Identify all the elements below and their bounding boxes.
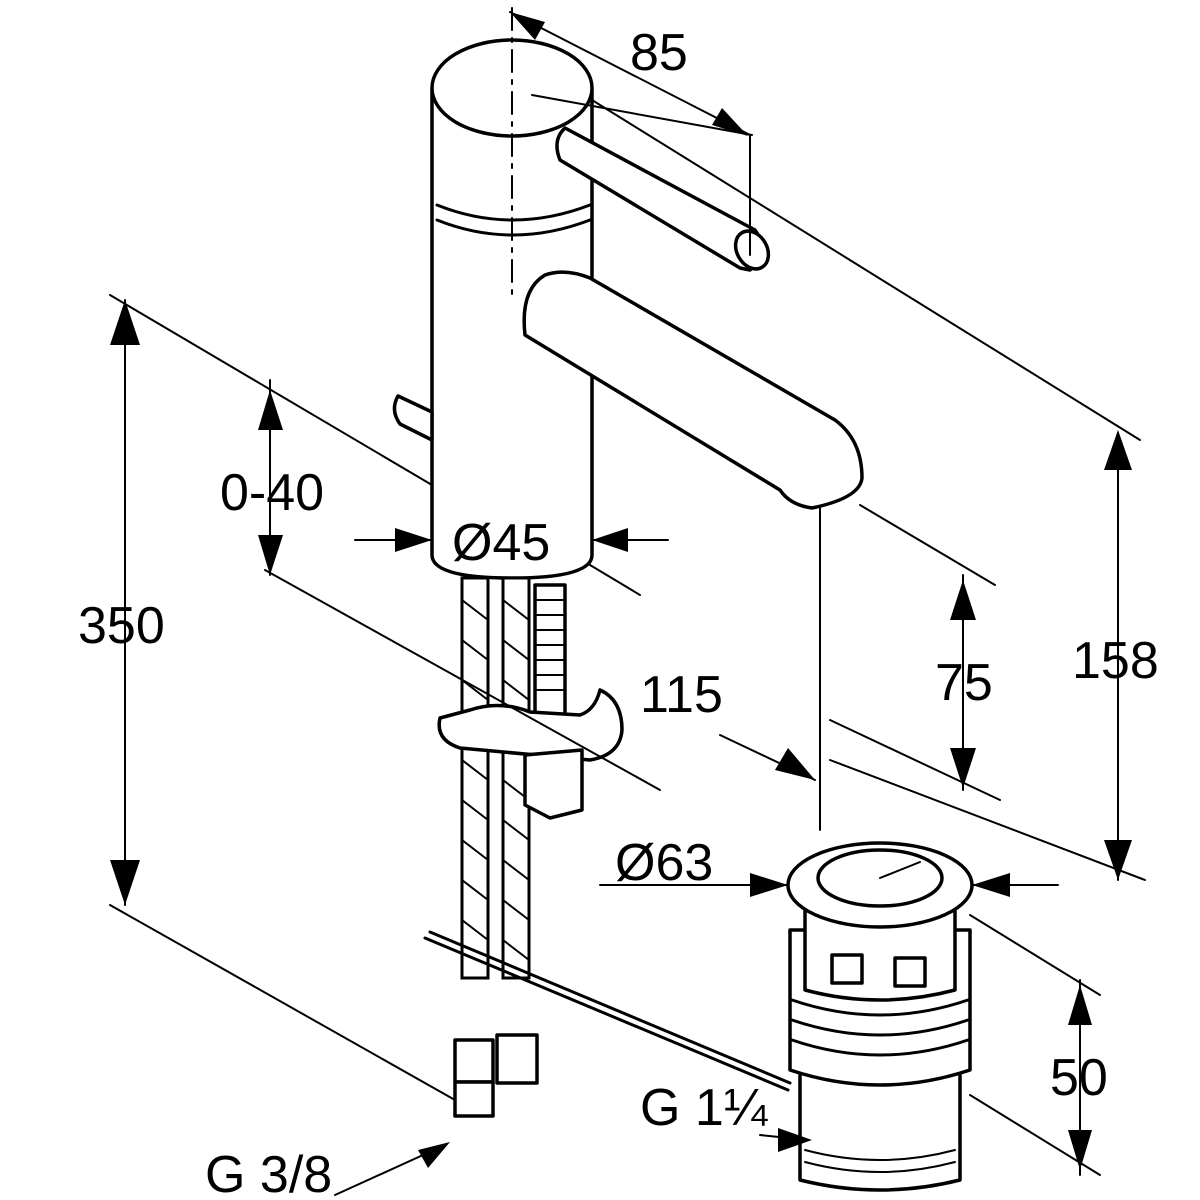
dim-diameter-63: Ø63 <box>615 834 713 892</box>
spout <box>522 270 864 510</box>
dim-diameter-45: Ø45 <box>452 514 550 572</box>
dim-350: 350 <box>78 597 165 655</box>
threaded-stud <box>533 583 567 722</box>
lever-handle <box>555 126 771 272</box>
dim-75: 75 <box>935 654 993 712</box>
popup-waste <box>786 841 974 1192</box>
dim-115: 115 <box>640 666 723 724</box>
dim-0-40: 0-40 <box>220 464 324 522</box>
dim-158: 158 <box>1072 632 1159 690</box>
thread-g-1-1-4: G 1¼ <box>640 1079 768 1137</box>
faucet-body <box>430 7 594 580</box>
supply-hoses <box>453 576 539 1118</box>
popup-rod <box>392 394 434 442</box>
thread-g-3-8: G 3/8 <box>205 1146 332 1200</box>
dim-85: 85 <box>630 24 688 82</box>
dim-50: 50 <box>1050 1049 1108 1107</box>
popup-linkage-rod <box>423 930 792 1092</box>
dimension-lines <box>109 11 1146 1196</box>
